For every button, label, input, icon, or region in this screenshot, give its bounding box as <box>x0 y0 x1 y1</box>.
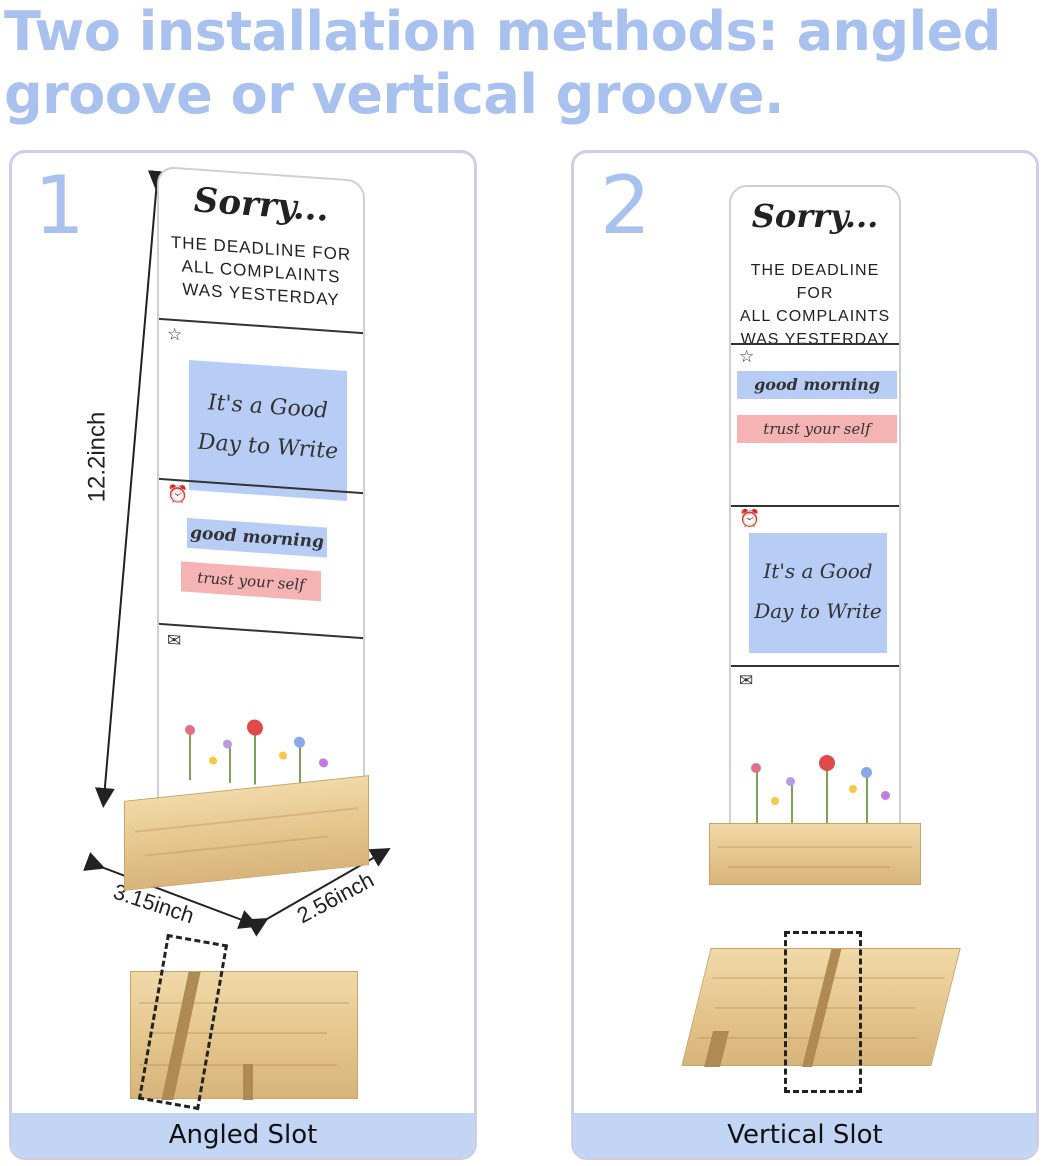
envelope-icon: ✉ <box>739 671 754 690</box>
plaque-subtitle: THE DEADLINE FOR ALL COMPLAINTS WAS YEST… <box>737 259 893 351</box>
subtitle-line: ALL COMPLAINTS <box>739 308 891 325</box>
angled-slot-base <box>130 971 358 1100</box>
note-trust-your-self: trust your self <box>181 561 321 602</box>
envelope-icon: ✉ <box>167 630 182 651</box>
note-good-day: It's a Good Day to Write <box>189 359 347 502</box>
acrylic-plaque: Sorry... THE DEADLINE FOR ALL COMPLAINTS… <box>157 165 365 846</box>
star-icon: ☆ <box>739 347 755 366</box>
note-good-day: It's a Good Day to Write <box>749 533 887 653</box>
acrylic-plaque: Sorry... THE DEADLINE FOR ALL COMPLAINTS… <box>729 185 901 840</box>
alarm-clock-icon: ⏰ <box>167 484 189 505</box>
plaque-title: Sorry... <box>193 180 329 230</box>
plaque-subtitle: THE DEADLINE FOR ALL COMPLAINTS WAS YEST… <box>165 230 357 312</box>
vertical-slot-panel: 2 Sorry... THE DEADLINE FOR ALL COMPLAIN… <box>571 150 1039 1160</box>
caption-bar: Angled Slot <box>12 1113 474 1157</box>
note-line: It's a Good <box>763 559 873 583</box>
height-dimension-label: 12.2inch <box>83 411 111 503</box>
angled-slot-panel: 1 12.2inch 3.15inch 2.56inch Sorry... TH… <box>9 150 477 1160</box>
page-headline: Two installation methods: angled groove … <box>4 0 1001 126</box>
divider <box>159 622 363 640</box>
divider <box>159 317 363 335</box>
divider <box>731 505 899 507</box>
note-good-morning: good morning <box>187 517 327 558</box>
subtitle-line: THE DEADLINE FOR <box>750 262 880 302</box>
panel-number: 1 <box>34 159 85 252</box>
note-good-morning: good morning <box>737 371 897 399</box>
panel-number: 2 <box>600 159 651 252</box>
wildflower-decoration <box>731 755 899 825</box>
divider <box>731 665 899 667</box>
subtitle-line: WAS YESTERDAY <box>740 331 890 348</box>
wooden-base-with-plaque <box>709 823 921 885</box>
caption-bar: Vertical Slot <box>574 1113 1036 1157</box>
divider <box>731 343 899 345</box>
note-trust-your-self: trust your self <box>737 415 897 443</box>
alarm-clock-icon: ⏰ <box>739 509 761 528</box>
plaque-title: Sorry... <box>751 197 879 235</box>
vertical-slot-highlight <box>784 931 862 1093</box>
star-icon: ☆ <box>167 324 183 345</box>
note-line: Day to Write <box>754 599 882 623</box>
